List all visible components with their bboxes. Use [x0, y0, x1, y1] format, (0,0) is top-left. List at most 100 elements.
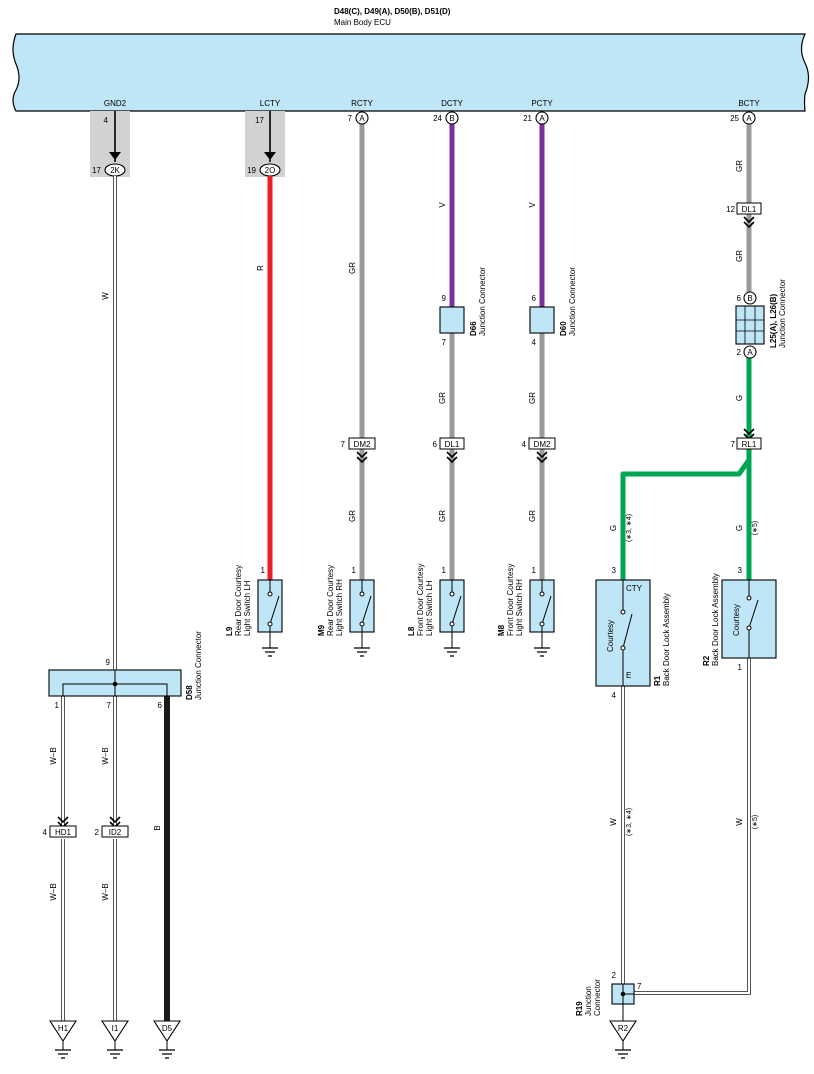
lock-r2: 3 Courtesy 1 R2 Back Door Lock Assembly	[702, 566, 777, 672]
label-r2-note: (∗5)	[752, 521, 759, 535]
hd1-label: HD1	[55, 828, 72, 837]
dm2-r-box	[348, 437, 376, 450]
ground-r2: R2	[608, 1020, 638, 1059]
label-r2-w-note: (∗5)	[752, 815, 759, 829]
label-dcty-gr: GR	[438, 392, 447, 404]
ecu-name: Main Body ECU	[334, 18, 391, 27]
l9-code: L9	[225, 626, 234, 636]
dm2-r-label: DM2	[354, 440, 371, 449]
label-wb1: W–B	[49, 747, 58, 764]
bcty-pin: 25	[730, 114, 739, 123]
dl1-d-label: DL1	[445, 440, 460, 449]
ground-points: H1 I1 D5 R2	[48, 1020, 638, 1059]
r1-pin-bot: 4	[612, 691, 617, 700]
terminal-gnd2-name: GND2	[104, 99, 127, 108]
d58-pin-in: 9	[106, 658, 111, 667]
r1-pin-top: 3	[612, 566, 617, 575]
gnd2-jconn-label: 2K	[110, 166, 120, 175]
r19-code: R19	[575, 1001, 584, 1016]
r2-pin-bot: 1	[738, 663, 743, 672]
m9-contact-top	[359, 591, 365, 597]
lcty-pin: 17	[255, 116, 264, 125]
label-bcty-gr2: GR	[735, 250, 744, 262]
h1-ground-icon	[54, 1049, 72, 1059]
r2-switch-symbol	[748, 580, 759, 658]
id2-pin: 2	[95, 828, 100, 837]
wire-r2-white	[633, 658, 751, 995]
r1-name: Back Door Lock Assembly	[662, 593, 671, 686]
switch-m9: 1 M9 Rear Door Courtesy Light Switch RH	[317, 565, 375, 657]
junction-r19: 2 7 R19 Junction Connector	[575, 971, 642, 1021]
hd1-box	[49, 825, 77, 838]
switch-l9: 1 L9 Rear Door Courtesy Light Switch LH	[225, 565, 283, 657]
label-rcty-gr: GR	[348, 262, 357, 274]
lock-r1: 3 CTY E Courtesy 4 R1 Back Door Lock Ass…	[595, 566, 671, 700]
m9-line2: Light Switch RH	[335, 579, 344, 636]
i1-triangle	[100, 1020, 130, 1043]
lcty-arrow	[264, 152, 276, 160]
d5-triangle	[152, 1020, 182, 1043]
r1-inner: Courtesy	[606, 620, 615, 652]
junction-d66: 9 7 D66 Junction Connector	[439, 267, 487, 347]
label-pcty-gr2: GR	[528, 510, 537, 522]
h1-triangle	[48, 1020, 78, 1043]
d66-name: Junction Connector	[478, 267, 487, 336]
l8-line2: Light Switch LH	[425, 580, 434, 636]
d58-name: Junction Connector	[194, 631, 203, 700]
ground-i1: I1	[100, 1020, 130, 1059]
l25-name: Junction Connector	[778, 279, 787, 348]
l9-line2: Light Switch LH	[243, 580, 252, 636]
wire-green-branch	[620, 449, 752, 580]
l25-pin-in: 6	[737, 294, 742, 303]
l25-pin-out: 2	[737, 348, 742, 357]
r19-name2: Connector	[593, 979, 602, 1016]
bcty-conn-letter: A	[746, 114, 752, 123]
r1-switch-symbol	[622, 580, 633, 686]
l25-conn-out: A	[747, 348, 753, 357]
d60-box	[529, 306, 555, 334]
lcty-jpin: 19	[247, 166, 256, 175]
d5-label: D5	[162, 1024, 173, 1033]
l25-box	[735, 305, 765, 345]
terminal-lcty-name: LCTY	[260, 99, 281, 108]
wire-r2-white-core	[633, 658, 750, 994]
terminal-dcty-name: DCTY	[441, 99, 463, 108]
label-r1-w: W	[609, 818, 618, 826]
id2-box	[101, 825, 129, 838]
m9-ground-icon	[353, 647, 371, 657]
r19-pin-a: 2	[612, 971, 617, 980]
l8-contact-bot	[449, 621, 455, 627]
l9-ground-icon	[261, 647, 279, 657]
label-pcty-gr: GR	[528, 392, 537, 404]
r2-name: Back Door Lock Assembly	[711, 573, 720, 666]
l25-box-dividers	[736, 306, 764, 344]
dl1-top-pin: 12	[726, 205, 735, 214]
lcty-jconn-label: 2O	[265, 166, 276, 175]
r19-pin-b: 7	[637, 982, 642, 991]
m9-contact-bot	[359, 621, 365, 627]
dm2-r-pin: 7	[341, 440, 346, 449]
ecu-codes: D48(C), D49(A), D50(B), D51(D)	[334, 7, 451, 16]
d66-pin-out: 7	[442, 338, 447, 347]
dl1-top-label: DL1	[742, 205, 757, 214]
dm2-p-box	[528, 437, 556, 450]
r1-code: R1	[653, 675, 662, 686]
r1-e: E	[626, 671, 631, 680]
r2-contact-top	[746, 595, 752, 601]
ecu-connectors: 7 A 24 B 21 A 25 A	[348, 111, 756, 125]
gnd2-junction: 4 17 2K	[90, 111, 130, 177]
l8-line1: Front Door Courtesy	[416, 564, 425, 636]
rcty-pin: 7	[348, 114, 353, 123]
inline-connectors: 12 DL1 7 DM2 6 DL1 4 DM2 7 RL1 4 HD1 2 I…	[43, 202, 762, 838]
m8-contact-top	[539, 591, 545, 597]
label-dcty-gr2: GR	[438, 510, 447, 522]
l8-code: L8	[407, 626, 416, 636]
d58-node	[112, 681, 118, 687]
label-rcty-gr2: GR	[348, 510, 357, 522]
r2-pin-top: 3	[738, 566, 743, 575]
pcty-conn-letter: A	[539, 114, 545, 123]
r2-ground-label: R2	[618, 1024, 629, 1033]
ecu-body	[12, 33, 810, 112]
i1-ground-icon	[106, 1049, 124, 1059]
l25-code: L25(A), L26(B)	[769, 293, 778, 348]
